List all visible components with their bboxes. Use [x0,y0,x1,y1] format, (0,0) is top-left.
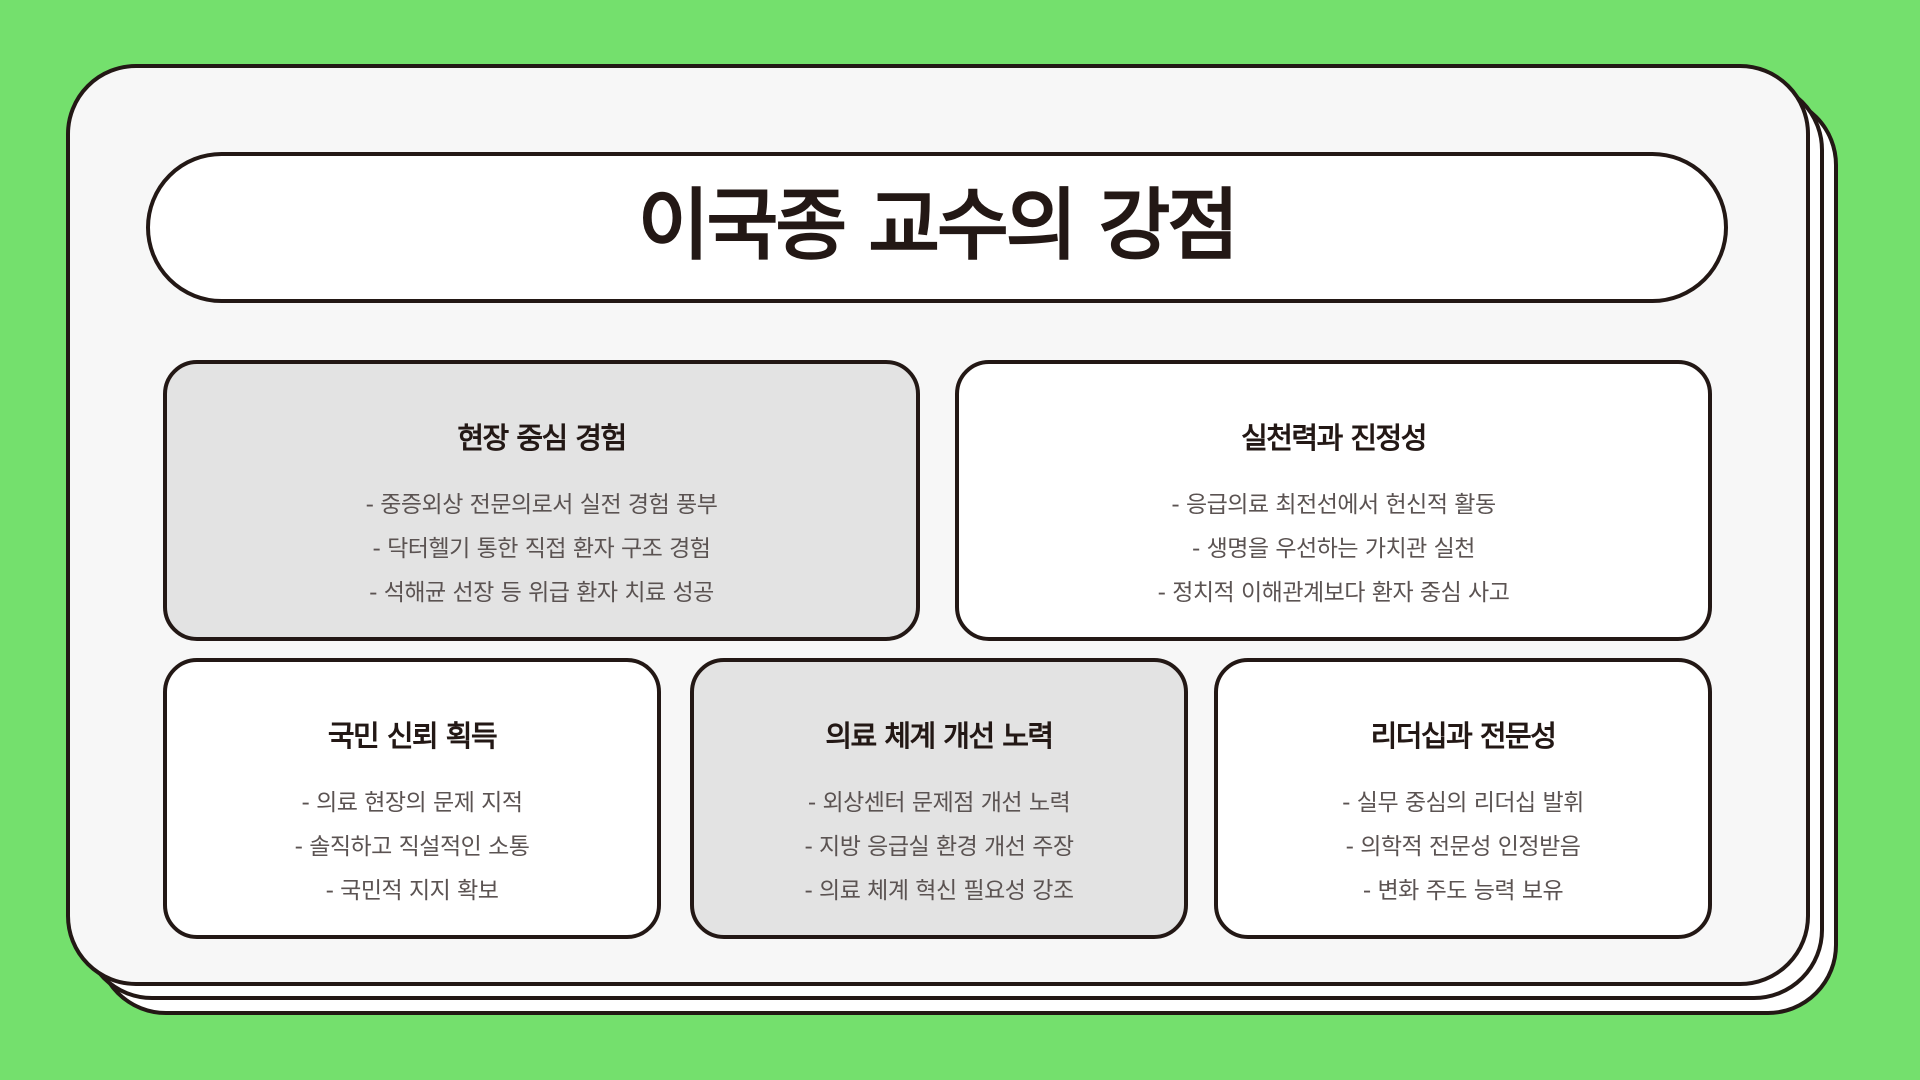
card-item-list: - 외상센터 문제점 개선 노력 - 지방 응급실 환경 개선 주장 - 의료 … [804,781,1074,913]
card-item: - 생명을 우선하는 가치관 실천 [1192,536,1475,562]
card-item: - 외상센터 문제점 개선 노력 [807,790,1071,816]
title-banner: 이국종 교수의 강점 [146,152,1728,303]
card-item: - 국민적 지지 확보 [325,878,499,904]
page-title: 이국종 교수의 강점 [637,180,1239,271]
strength-card-practice-sincerity: 실천력과 진정성 - 응급의료 최전선에서 헌신적 활동 - 생명을 우선하는 … [955,360,1712,641]
card-heading: 리더십과 전문성 [1370,719,1557,753]
card-item: - 닥터헬기 통한 직접 환자 구조 경험 [372,536,711,562]
card-heading: 현장 중심 경험 [457,421,627,455]
card-item-list: - 의료 현장의 문제 지적 - 솔직하고 직설적인 소통 - 국민적 지지 확… [295,781,530,913]
strength-card-leadership-expertise: 리더십과 전문성 - 실무 중심의 리더십 발휘 - 의학적 전문성 인정받음 … [1214,658,1712,939]
card-item: - 의학적 전문성 인정받음 [1345,834,1581,860]
card-item: - 솔직하고 직설적인 소통 [294,834,530,860]
card-item-list: - 실무 중심의 리더십 발휘 - 의학적 전문성 인정받음 - 변화 주도 능… [1342,781,1584,913]
card-item-list: - 중증외상 전문의로서 실전 경험 풍부 - 닥터헬기 통한 직접 환자 구조… [366,483,718,615]
card-item: - 지방 응급실 환경 개선 주장 [804,834,1074,860]
strength-card-system-improvement: 의료 체계 개선 노력 - 외상센터 문제점 개선 노력 - 지방 응급실 환경… [690,658,1188,939]
card-heading: 실천력과 진정성 [1241,421,1427,455]
card-item: - 실무 중심의 리더십 발휘 [1342,790,1584,816]
strength-card-public-trust: 국민 신뢰 획득 - 의료 현장의 문제 지적 - 솔직하고 직설적인 소통 -… [163,658,661,939]
card-item: - 응급의료 최전선에서 헌신적 활동 [1171,492,1496,518]
card-item-list: - 응급의료 최전선에서 헌신적 활동 - 생명을 우선하는 가치관 실천 - … [1158,483,1510,615]
card-heading: 국민 신뢰 획득 [327,719,498,753]
card-item: - 정치적 이해관계보다 환자 중심 사고 [1157,580,1510,606]
strength-card-field-experience: 현장 중심 경험 - 중증외상 전문의로서 실전 경험 풍부 - 닥터헬기 통한… [163,360,920,641]
card-item: - 변화 주도 능력 보유 [1362,878,1564,904]
card-item: - 중증외상 전문의로서 실전 경험 풍부 [365,492,718,518]
card-item: - 의료 현장의 문제 지적 [301,790,523,816]
card-item: - 의료 체계 혁신 필요성 강조 [804,878,1074,904]
card-heading: 의료 체계 개선 노력 [825,719,1054,753]
card-item: - 석해균 선장 등 위급 환자 치료 성공 [369,580,714,606]
